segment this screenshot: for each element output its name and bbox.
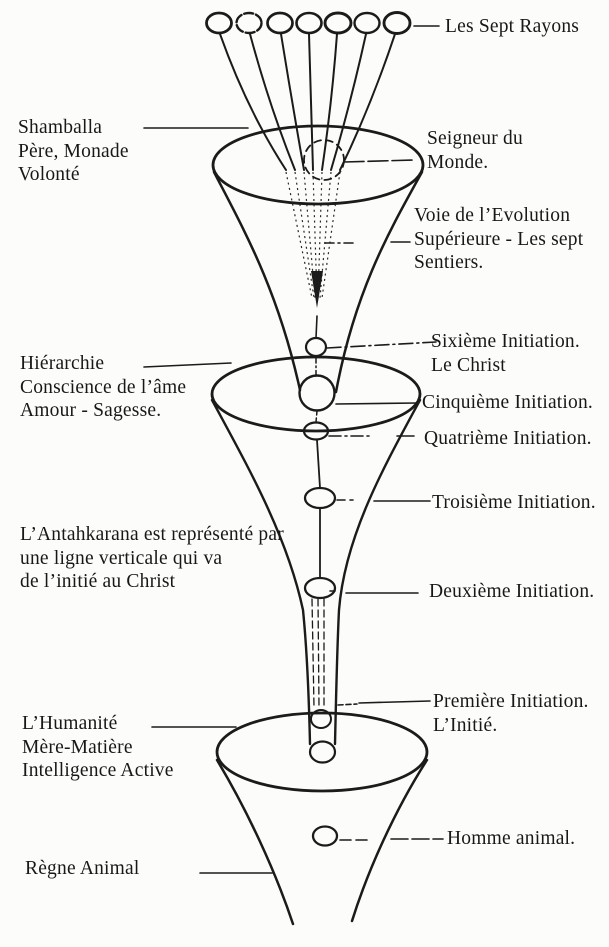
- label-deuxieme-initiation: Deuxième Initiation.: [429, 580, 594, 604]
- label-line: une ligne verticale qui va: [20, 547, 223, 569]
- label-line: Monde.: [427, 151, 489, 173]
- label-line: Sentiers.: [414, 252, 484, 273]
- label-line: Règne Animal: [25, 858, 140, 879]
- ray-ellipse: [353, 11, 381, 35]
- label-line: Sixième Initiation.: [431, 331, 580, 352]
- leader-seigneur: [343, 159, 415, 163]
- ray-ellipse: [235, 11, 263, 35]
- deuxieme-initiation-circle: [303, 576, 337, 600]
- leader-premiere: [337, 703, 358, 706]
- label-line: L’Humanité: [22, 713, 118, 734]
- label-premiere-initiation: Première Initiation. L’Initié.: [433, 690, 589, 737]
- ray-ellipse: [205, 11, 233, 35]
- label-line: Cinquième Initiation.: [422, 392, 594, 413]
- label-line: Intelligence Active: [22, 760, 174, 781]
- label-voie-evolution: Voie de l’Evolution Supérieure - Les sep…: [414, 204, 583, 275]
- vortex-tip: [311, 271, 323, 308]
- sixieme-initiation-circle: [304, 336, 328, 358]
- leader-sixieme: [326, 341, 437, 349]
- label-line: Quatrième Initiation.: [424, 428, 592, 449]
- label-line: Père, Monade: [18, 140, 129, 162]
- label-line: L’Initié.: [433, 714, 498, 736]
- leader-lines: [143, 25, 444, 874]
- leader-premiere: [358, 700, 431, 704]
- label-line: Troisième Initiation.: [432, 492, 596, 513]
- label-line: Amour - Sagesse.: [20, 400, 162, 421]
- label-line: Le Christ: [431, 354, 506, 376]
- label-line: Voie de l’Evolution: [414, 205, 571, 226]
- antahkarana-line: [311, 315, 325, 708]
- label-shamballa: Shamballa Père, Monade Volonté: [18, 116, 129, 187]
- label-line: Deuxième Initiation.: [429, 581, 595, 602]
- funnel-humanite: [215, 711, 429, 926]
- funnel-hierarchie: [210, 355, 422, 764]
- premiere-initiation-circle: [310, 709, 332, 729]
- ray-ellipse: [323, 11, 353, 35]
- tube-bottom-opening: [308, 740, 337, 764]
- label-antahkarana: L’Antahkarana est représenté par une lig…: [20, 523, 284, 594]
- label-line: Shamballa: [18, 117, 103, 138]
- label-les-sept-rayons: Les Sept Rayons: [445, 15, 579, 39]
- label-hierarchie: Hiérarchie Conscience de l’âme Amour - S…: [20, 352, 186, 423]
- label-regne-animal: Règne Animal: [25, 857, 140, 881]
- ray-ellipse: [382, 11, 412, 35]
- label-line: Hiérarchie: [20, 353, 105, 374]
- label-homme-animal: Homme animal.: [447, 827, 575, 851]
- label-cinquieme-initiation: Cinquième Initiation.: [422, 391, 593, 415]
- label-line: Supérieure - Les sept: [414, 228, 584, 250]
- initiation-circles: [298, 336, 339, 847]
- homme-animal-circle: [311, 825, 339, 847]
- label-line: Seigneur du: [427, 128, 523, 149]
- label-seigneur-du-monde: Seigneur du Monde.: [427, 127, 523, 174]
- label-line: Première Initiation.: [433, 691, 589, 712]
- label-humanite: L’Humanité Mère-Matière Intelligence Act…: [22, 712, 174, 783]
- label-line: Homme animal.: [447, 828, 576, 849]
- label-line: L’Antahkarana est représenté par: [20, 524, 284, 545]
- label-line: Volonté: [18, 164, 80, 185]
- quatrieme-initiation-circle: [302, 421, 330, 441]
- leader-cinquieme: [335, 402, 418, 405]
- leader-hierarchie: [143, 362, 232, 368]
- cinquieme-initiation-circle: [298, 374, 336, 412]
- seven-rays-icons: [205, 11, 412, 35]
- ray-ellipse: [295, 11, 323, 35]
- ray-fan-lines: [219, 33, 396, 171]
- seigneur-du-monde-circle: [303, 139, 345, 181]
- troisieme-initiation-circle: [303, 486, 337, 510]
- ray-ellipse: [266, 11, 294, 35]
- funnel-shamballa: [211, 124, 425, 394]
- label-line: Mère-Matière: [22, 736, 133, 758]
- label-line: de l’initié au Christ: [20, 571, 176, 592]
- label-line: Les Sept Rayons: [445, 16, 580, 37]
- label-quatrieme-initiation: Quatrième Initiation.: [424, 427, 592, 451]
- label-troisieme-initiation: Troisième Initiation.: [432, 491, 596, 515]
- label-line: Conscience de l’âme: [20, 376, 187, 398]
- label-sixieme-initiation: Sixième Initiation. Le Christ: [431, 330, 580, 377]
